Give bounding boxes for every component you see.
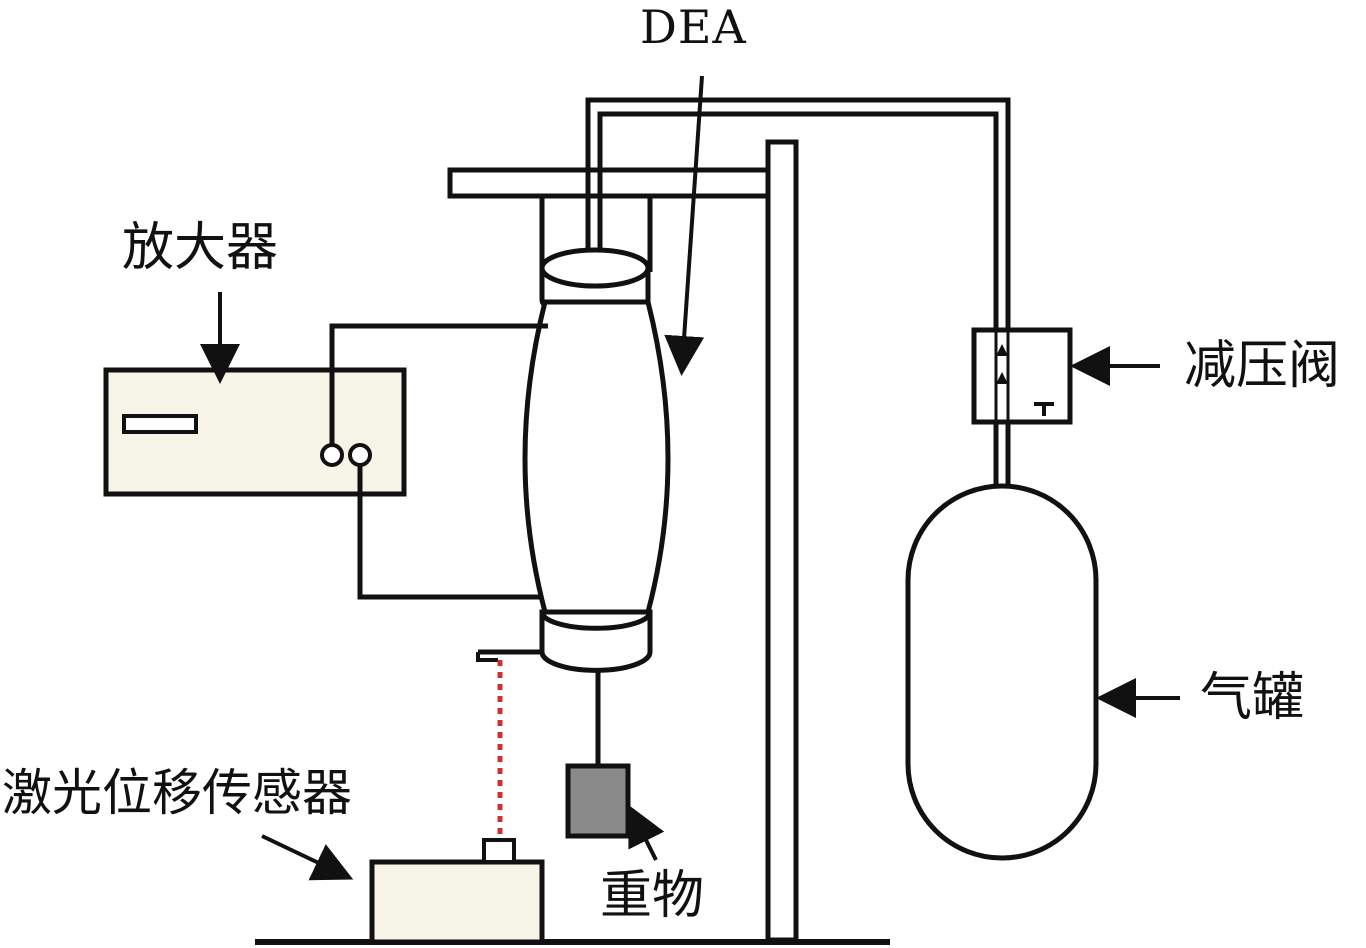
dea-bottom-cap <box>539 609 653 673</box>
valve-knob-icon <box>1034 402 1054 416</box>
weight-block <box>565 763 631 839</box>
gas-tube-outer <box>585 97 1011 330</box>
wire-bottom <box>357 465 540 600</box>
gas-tube-inner <box>597 111 999 330</box>
pressure-valve-box <box>971 327 1073 425</box>
valve-arrow-up-lower-icon <box>996 372 1008 384</box>
weight-pointer-arrow <box>628 804 665 861</box>
laser-reflector-tab <box>476 652 498 662</box>
gas-tank-label: 气罐 <box>1200 668 1305 728</box>
valve-arrow-up-icon <box>996 344 1008 356</box>
stand-pole <box>765 139 799 943</box>
dea-balloon <box>522 299 671 615</box>
amplifier-display <box>122 414 198 434</box>
laser-sensor-box <box>369 859 545 945</box>
support-arm <box>447 167 771 199</box>
sensor-pointer-arrow <box>261 834 354 881</box>
amplifier-label: 放大器 <box>122 218 279 278</box>
amplifier-terminal-left <box>320 443 344 467</box>
weight-label: 重物 <box>600 866 705 926</box>
wire-top <box>329 323 548 445</box>
laser-sensor-head <box>482 838 516 864</box>
dea-label: DEA <box>640 0 747 54</box>
amplifier-terminal-right <box>348 443 372 467</box>
pressure-valve-label: 减压阀 <box>1184 336 1341 396</box>
gas-tank <box>905 483 1099 861</box>
dea-pointer-arrow <box>664 75 705 376</box>
laser-sensor-label: 激光位移传感器 <box>2 764 352 822</box>
